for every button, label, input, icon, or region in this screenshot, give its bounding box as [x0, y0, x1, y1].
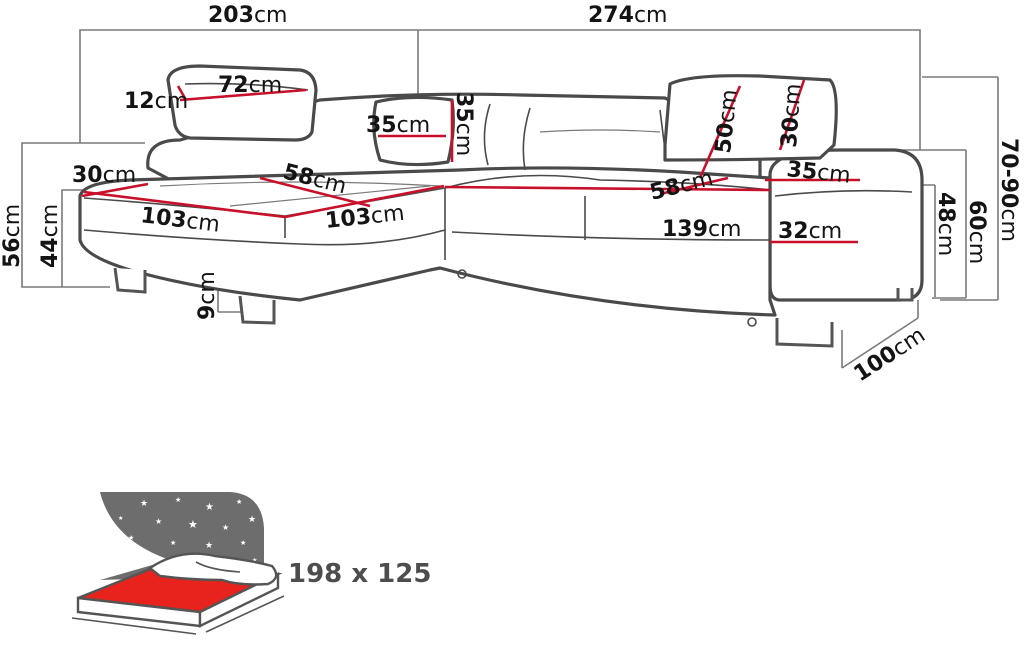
- dimension-labels: 203cm 274cm 12cm 72cm 35cm 35cm 50cm 30c…: [0, 3, 1021, 387]
- label-leg-height: 9cm: [195, 271, 220, 320]
- svg-text:★: ★: [128, 534, 134, 542]
- label-total-width-left: 203cm: [208, 3, 287, 28]
- sleeping-function-icon: ★ ★ ★ ★ ★ ★ ★ ★ ★ ★ ★ ★ ★ ★ 198 x 125: [71, 492, 431, 635]
- label-chaise-width: 103cm: [324, 201, 406, 234]
- svg-text:★: ★: [236, 498, 242, 506]
- svg-text:★: ★: [252, 557, 257, 564]
- pillow-icon: [147, 552, 278, 586]
- label-armrest-width-left: 30cm: [72, 163, 136, 188]
- svg-text:★: ★: [118, 515, 123, 522]
- label-seat-height-44: 44cm: [38, 204, 63, 268]
- svg-text:★: ★: [222, 523, 229, 532]
- label-back-height-left: 50cm: [711, 88, 743, 154]
- svg-text:★: ★: [155, 517, 162, 526]
- red-dimension-markers: [81, 79, 860, 244]
- svg-text:★: ★: [170, 539, 176, 547]
- label-seat-height-48: 48cm: [933, 192, 958, 256]
- label-cushion-height: 35cm: [451, 92, 476, 156]
- label-arm-height-60: 60cm: [964, 200, 989, 264]
- svg-text:★: ★: [240, 539, 246, 547]
- stars-icon: ★ ★ ★ ★ ★ ★ ★ ★ ★ ★ ★ ★ ★ ★: [118, 496, 257, 564]
- svg-text:★: ★: [188, 518, 198, 531]
- label-headrest-width: 72cm: [218, 73, 282, 98]
- svg-text:★: ★: [205, 541, 213, 551]
- label-armrest-width-right: 32cm: [778, 219, 842, 244]
- svg-text:★: ★: [140, 499, 148, 509]
- label-total-height-range: 70-90cm: [996, 138, 1021, 242]
- label-armrest-depth-right: 35cm: [785, 157, 851, 189]
- svg-text:★: ★: [175, 496, 181, 504]
- label-total-width-right: 274cm: [588, 3, 667, 28]
- decorative-pillow: [372, 95, 455, 167]
- sofa-legs: [113, 267, 914, 348]
- left-headrest: [166, 64, 318, 142]
- bed-size-label: 198 x 125: [288, 559, 431, 589]
- label-chaise-length: 103cm: [139, 203, 221, 237]
- label-height-56: 56cm: [0, 204, 25, 268]
- svg-text:★: ★: [205, 502, 214, 513]
- label-cushion-width: 35cm: [366, 113, 430, 138]
- svg-text:★: ★: [248, 515, 256, 525]
- label-seat-width-right: 139cm: [662, 217, 741, 242]
- label-headrest-height-right: 30cm: [777, 83, 806, 149]
- label-headrest-depth: 12cm: [124, 89, 188, 114]
